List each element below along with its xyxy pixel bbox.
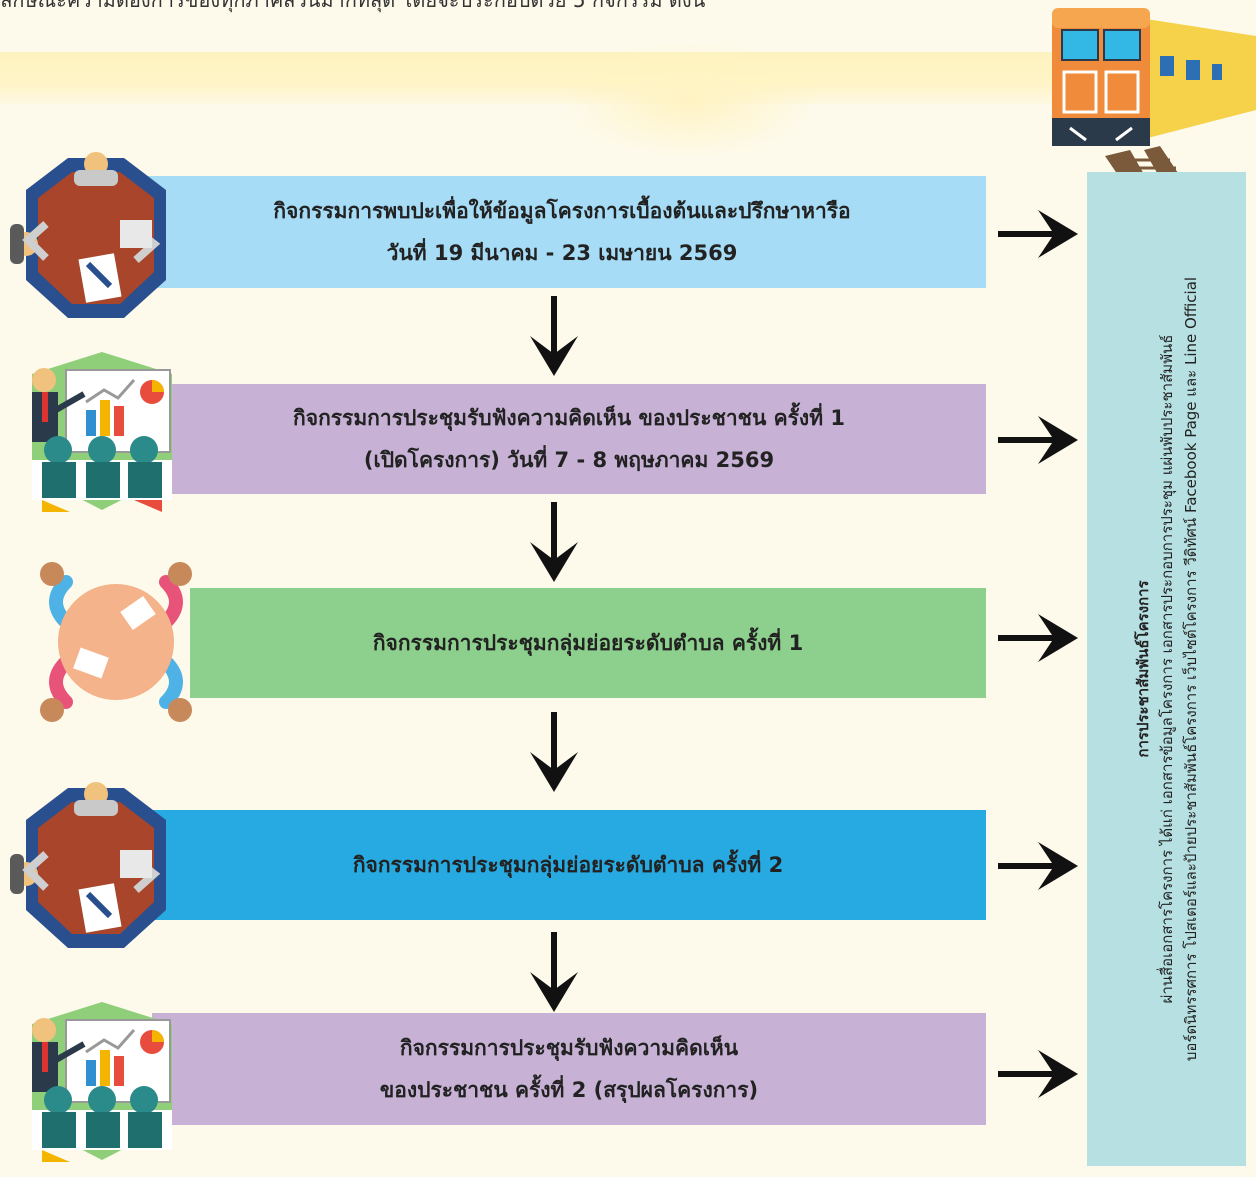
activity-2-line1: กิจกรรมการประชุมรับฟังความคิดเห็น ของประ… [293, 406, 845, 430]
activity-1-line1: กิจกรรมการพบปะเพื่อให้ข้อมูลโครงการเบื้อ… [273, 199, 851, 223]
down-arrow-icon-1 [530, 296, 578, 376]
activity-3-line1: กิจกรรมการประชุมกลุ่มย่อยระดับตำบล ครั้ง… [372, 631, 804, 655]
down-arrow-icon-4 [530, 932, 578, 1012]
pr-panel-line1: ผ่านสื่อเอกสารโครงการ ได้แก่ เอกสารข้อมู… [1157, 334, 1176, 1004]
activity-box-5: กิจกรรมการประชุมรับฟังความคิดเห็น ของประ… [152, 1013, 986, 1125]
activity-box-3: กิจกรรมการประชุมกลุ่มย่อยระดับตำบล ครั้ง… [190, 588, 986, 698]
intro-text: ลักษณะความต้องการของทุกภาคส่วนมากที่สุด … [0, 0, 706, 12]
round-table-icon [40, 562, 192, 722]
presentation-icon [32, 352, 172, 512]
activity-5-line1: กิจกรรมการประชุมรับฟังความคิดเห็น [399, 1036, 739, 1060]
down-arrow-icon-2 [530, 502, 578, 582]
activity-box-2: กิจกรรมการประชุมรับฟังความคิดเห็น ของประ… [152, 384, 986, 494]
activity-5-line2: ของประชาชน ครั้งที่ 2 (สรุปผลโครงการ) [379, 1078, 759, 1102]
right-arrow-icon-5 [998, 1050, 1078, 1098]
right-arrow-icon-2 [998, 416, 1078, 464]
pr-panel: การประชาสัมพันธ์โครงการ ผ่านสื่อเอกสารโค… [1087, 172, 1246, 1166]
activity-box-1: กิจกรรมการพบปะเพื่อให้ข้อมูลโครงการเบื้อ… [138, 176, 986, 288]
right-arrow-icon-4 [998, 842, 1078, 890]
right-arrow-icon-1 [998, 210, 1078, 258]
down-arrow-icon-3 [530, 712, 578, 792]
banner-glow [560, 40, 820, 160]
pr-panel-line2: บอร์ดนิทรรศการ โปสเตอร์และป้ายประชาสัมพั… [1181, 276, 1200, 1062]
train-icon [1052, 8, 1256, 178]
activity-2-line2: (เปิดโครงการ) วันที่ 7 - 8 พฤษภาคม 2569 [363, 448, 775, 472]
meeting-table-icon [10, 152, 166, 318]
right-arrow-icon-3 [998, 614, 1078, 662]
pr-panel-title: การประชาสัมพันธ์โครงการ [1133, 580, 1152, 758]
activity-1-line2: วันที่ 19 มีนาคม - 23 เมษายน 2569 [386, 241, 738, 265]
presentation-icon-2 [32, 1002, 172, 1162]
activity-4-line1: กิจกรรมการประชุมกลุ่มย่อยระดับตำบล ครั้ง… [352, 853, 784, 877]
activity-box-4: กิจกรรมการประชุมกลุ่มย่อยระดับตำบล ครั้ง… [150, 810, 986, 920]
meeting-table-icon-2 [10, 782, 166, 948]
